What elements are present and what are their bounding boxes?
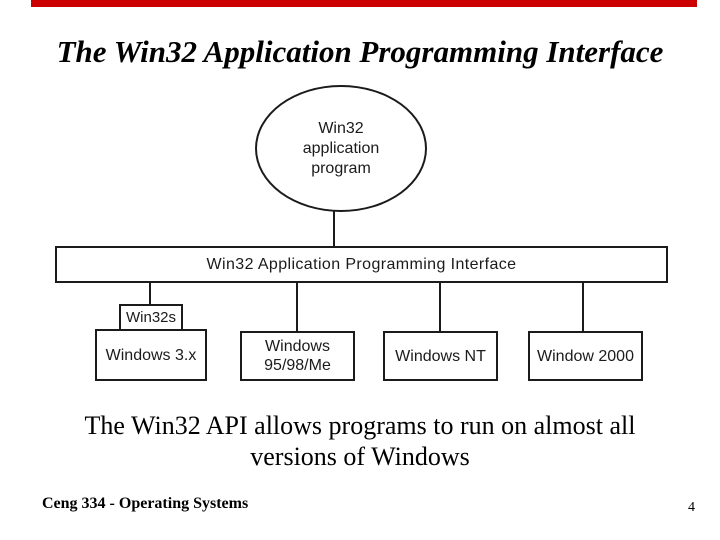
node-label: Windows NT <box>395 347 486 365</box>
node-label: Window 2000 <box>537 347 634 365</box>
node-win32s: Win32s <box>119 304 183 331</box>
node-label: Windows 95/98/Me <box>264 338 331 374</box>
connector-ellipse-to-api-bar <box>333 211 335 247</box>
node-windows-nt: Windows NT <box>383 331 498 381</box>
accent-bar <box>31 0 697 7</box>
node-api-bar: Win32 Application Programming Interface <box>55 246 668 283</box>
connector-api-to-windows-nt <box>439 282 441 332</box>
body-text: The Win32 API allows programs to run on … <box>84 411 636 471</box>
node-windows-3x: Windows 3.x <box>95 329 207 381</box>
api-bar-label: Win32 Application Programming Interface <box>206 255 517 273</box>
node-win32-application-program: Win32 application program <box>255 85 427 212</box>
node-label: Win32 application program <box>302 119 380 177</box>
connector-api-to-win32s <box>149 282 151 305</box>
node-label: Windows 3.x <box>105 346 197 364</box>
page-number: 4 <box>688 500 695 515</box>
connector-api-to-windows-95-98-me <box>296 282 298 332</box>
page-title: The Win32 Application Programming Interf… <box>56 34 664 69</box>
footer-text: Ceng 334 - Operating Systems <box>42 495 249 512</box>
node-label: Win32s <box>125 309 177 326</box>
connector-api-to-window-2000 <box>582 282 584 332</box>
node-window-2000: Window 2000 <box>528 331 643 381</box>
node-windows-95-98-me: Windows 95/98/Me <box>240 331 355 381</box>
